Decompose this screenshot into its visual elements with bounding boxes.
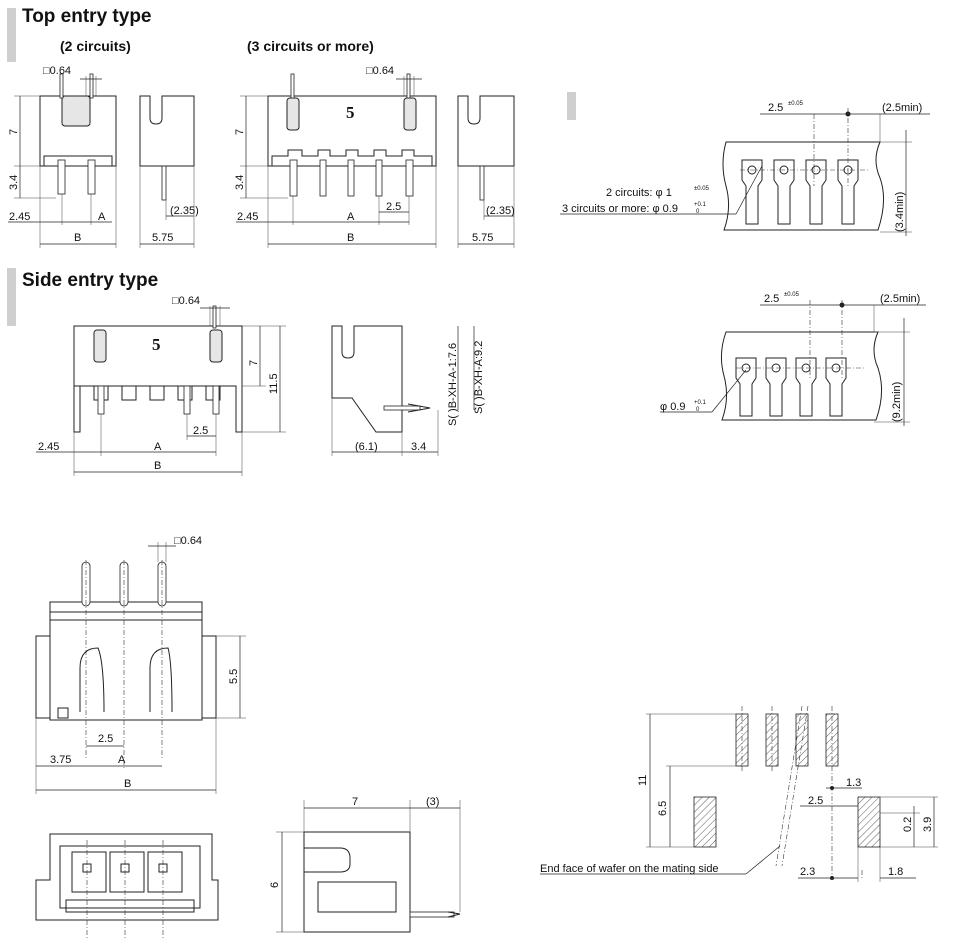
smt-pcb-11: 11 [637,775,649,786]
section-bar-side [7,268,16,326]
side-offset-label: 2.45 [38,441,59,453]
top-pcb-pads [741,159,859,225]
side-pcb-pitch-tol: ±0.05 [784,292,800,298]
top-pcb-hole-2-tol: ±0.05 [694,186,710,192]
top-entry-title: Top entry type [22,6,152,27]
section-bar-top [7,8,16,62]
top2-pin-square: □0.64 [43,65,71,77]
side-front-view: 5 [73,305,243,433]
side-height-label: 7 [248,360,260,366]
top-pcb-hole-3: 3 circuits or more: φ 0.9 [562,203,678,215]
top3-front-view: 5 [267,73,437,197]
side-label-b: S( )B-XH-A:9.2 [473,341,485,414]
side-pcb-layout: 2.5 ±0.05 (2.5min) (9.2min) φ 0.9 +0.1 0 [660,292,926,426]
top2-height-label: 7 [8,129,20,135]
top3-a-label: A [347,211,355,223]
side-b-label: B [154,460,161,472]
side-pin-square: □0.64 [172,295,200,307]
smt-pcb-65: 6.5 [657,801,669,816]
smt-side-tail: (3) [426,796,439,808]
smt-offset-label: 3.75 [50,754,71,766]
smt-pitch-label: 2.5 [98,733,113,745]
top-pcb-layout: 2.5 ±0.05 (2.5min) (3.4min) 2 circuits: … [560,101,930,236]
top2-offset-label: 2.45 [9,211,30,223]
smt-pcb-note: End face of wafer on the mating side [540,863,719,875]
side-mark: 5 [152,335,161,354]
side-pcb-hole-tol-top: +0.1 [694,400,707,406]
top3-b-label: B [347,232,354,244]
top-pcb-hole-2: 2 circuits: φ 1 [606,187,672,199]
side-pcb-min-side: (9.2min) [891,382,903,422]
side-pcb-hole-tol-bottom: 0 [696,407,700,413]
side-overall-label: 11.5 [268,373,280,394]
smt-pcb-39: 3.9 [922,817,934,832]
top3-dimensions: □0.64 7 3.4 2.5 2.45 A B [234,65,437,248]
top2-pinoffset-label: (2.35) [170,205,199,217]
top-pcb-min-side: (3.4min) [894,192,906,232]
smt-side-view: 7 (3) 6 [269,796,461,933]
smt-side-height: 6 [269,882,281,888]
smt-height-label: 5.5 [228,669,240,684]
smt-pcb-25: 2.5 [808,795,823,807]
top-entry-variant-2: (2 circuits) [60,38,131,54]
top-pcb-hole-3-tol-top: +0.1 [694,202,707,208]
top2-dimensions: □0.64 7 3.4 2.45 A B [8,65,117,248]
top3-pitch-label: 2.5 [386,201,401,213]
smt-pcb-02: 0.2 [902,817,914,832]
top3-offset-label: 2.45 [237,211,258,223]
top-pcb-min-right: (2.5min) [882,102,922,114]
smt-pin-square: □0.64 [174,535,202,547]
top3-depth-label: 5.75 [472,232,493,244]
top-pcb-pitch: 2.5 [768,102,783,114]
top3-pin-square: □0.64 [366,65,394,77]
side-pcb-pitch: 2.5 [764,293,779,305]
section-bar-pcb [567,92,576,120]
smt-b-label: B [124,778,131,790]
top-pcb-hole-3-tol-bottom: 0 [696,209,700,215]
side-lead-label: 3.4 [411,441,426,453]
top2-side-view: 5.75 (2.35) [139,95,199,248]
top2-depth-label: 5.75 [152,232,173,244]
smt-pcb-18: 1.8 [888,866,903,878]
side-entry-title: Side entry type [22,270,159,291]
top3-height-label: 7 [234,129,246,135]
side-label-a: S( )B-XH-A-1:7.6 [447,343,459,426]
top2-front-view [39,73,117,195]
smt-front-view [35,560,217,770]
side-pitch-label: 2.5 [193,425,208,437]
smt-front-dimensions: □0.64 5.5 2.5 3.75 A B [35,535,246,794]
side-pcb-hole: φ 0.9 [660,401,685,413]
smt-pcb-footprint [693,705,881,880]
side-pcb-pads [735,357,847,417]
side-a-label: A [154,441,162,453]
smt-side-width: 7 [352,796,358,808]
top2-a-label: A [98,211,106,223]
smt-pcb-dimensions: 11 6.5 1.3 2.5 0.2 3.9 2.3 1.8 End face … [540,713,938,882]
smt-a-label: A [118,754,126,766]
side-pcb-min-right: (2.5min) [880,293,920,305]
top3-pinoffset-label: (2.35) [486,205,515,217]
side-base-label: (6.1) [355,441,378,453]
top3-pin-label: 3.4 [234,175,246,190]
smt-bottom-view [35,833,219,940]
top3-side-view: 5.75 (2.35) [457,95,515,248]
smt-pcb-23: 2.3 [800,866,815,878]
side-side-view: (6.1) 3.4 S( )B-XH-A-1:7.6 S( )B-XH-A:9.… [331,325,485,456]
side-front-dimensions: □0.64 7 11.5 2.5 2.45 A B [36,295,286,476]
top-pcb-pitch-tol: ±0.05 [788,101,804,107]
top2-b-label: B [74,232,81,244]
smt-pcb-13: 1.3 [846,777,861,789]
top3-mark: 5 [346,103,355,122]
top2-pin-label: 3.4 [8,175,20,190]
top-entry-variant-3: (3 circuits or more) [247,38,374,54]
